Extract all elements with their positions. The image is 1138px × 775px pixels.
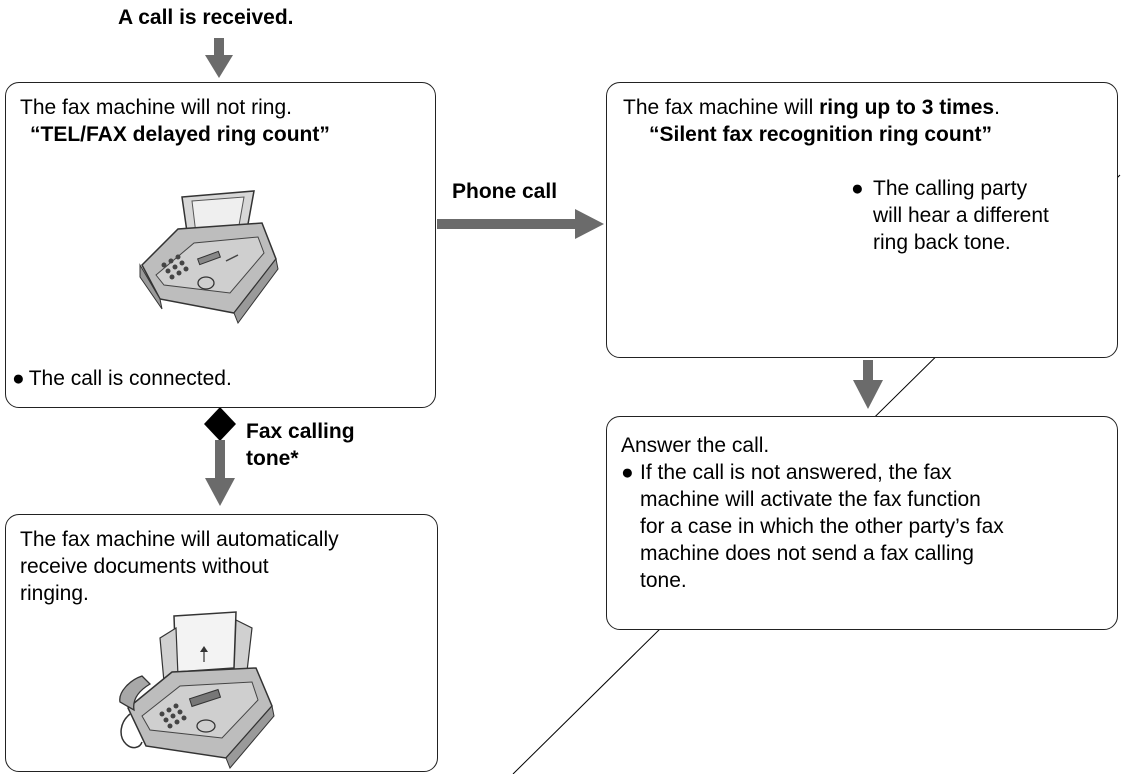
arrow-fax-calling-tone [204, 407, 236, 506]
phone-call-label: Phone call [452, 180, 558, 203]
box-answer: Answer the call. ● If the call is not an… [606, 416, 1118, 630]
fax-machine-with-handset-icon [116, 610, 286, 775]
receive-line-3: ringing. [20, 582, 89, 605]
answer-bullet-line-2: machine will activate the fax function [640, 488, 981, 511]
ring-text-post: . [994, 96, 1000, 119]
diamond-marker-icon [204, 407, 236, 441]
receive-line-1: The fax machine will automatically [20, 528, 339, 551]
ring-bullet-line-3: ring back tone. [873, 231, 1011, 254]
answer-bullet-line-5: tone. [640, 569, 687, 592]
ring-text: The fax machine will ring up to 3 times. [623, 94, 1000, 121]
answer-bullet-mark: ● [621, 461, 634, 484]
ring-bullet-line-1: The calling party [873, 177, 1028, 200]
arrow-call-received [205, 38, 233, 78]
answer-text: Answer the call. [621, 434, 770, 457]
arrow-phone-call [437, 209, 604, 239]
receive-line-2: receive documents without [20, 555, 269, 578]
answer-bullet-line-4: machine does not send a fax calling [640, 542, 974, 565]
not-ring-bullet: ●The call is connected. [12, 365, 232, 392]
not-ring-title: “TEL/FAX delayed ring count” [30, 123, 330, 146]
fax-calling-label-1: Fax calling [246, 420, 355, 443]
ring-bullet-line-2: will hear a different [873, 204, 1049, 227]
ring-bullet-mark: ● [851, 177, 864, 200]
fax-machine-icon [134, 181, 284, 336]
ring-text-pre: The fax machine will [623, 96, 820, 119]
not-ring-text: The fax machine will not ring. [20, 96, 292, 119]
call-received-label: A call is received. [118, 6, 294, 29]
bullet-mark: ● [12, 367, 25, 390]
fax-calling-label-2: tone* [246, 447, 299, 470]
ring-title: “Silent fax recognition ring count” [649, 123, 993, 146]
box-ring: The fax machine will ring up to 3 times.… [606, 82, 1118, 358]
answer-bullet-line-3: for a case in which the other party’s fa… [640, 515, 1004, 538]
ring-text-bold: ring up to 3 times [819, 96, 995, 119]
answer-bullet-line-1: If the call is not answered, the fax [640, 461, 952, 484]
arrow-ring-to-answer [853, 360, 883, 409]
box-not-ring: The fax machine will not ring. “TEL/FAX … [5, 82, 436, 408]
box-receive: The fax machine will automatically recei… [5, 514, 438, 772]
not-ring-bullet-text: The call is connected. [28, 367, 232, 390]
